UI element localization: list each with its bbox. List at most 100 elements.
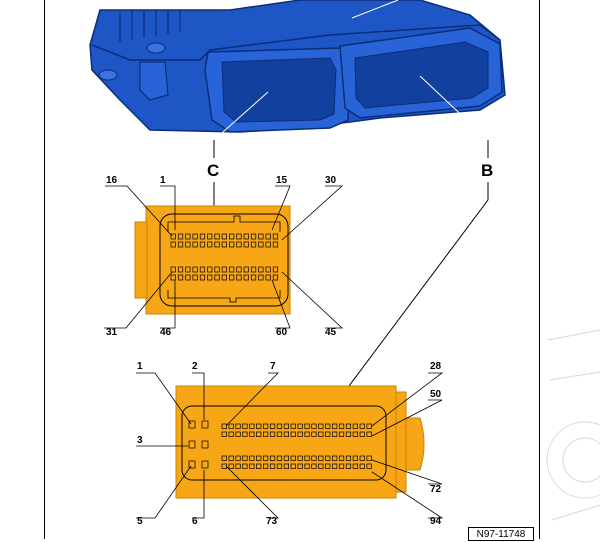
pin-b — [263, 423, 269, 429]
background-sketch — [546, 329, 600, 521]
pin-c — [272, 274, 279, 281]
pin-c — [199, 274, 206, 281]
pin-c — [229, 266, 235, 273]
pin-c — [199, 266, 206, 273]
pin-c — [258, 274, 264, 281]
pin-c — [258, 266, 264, 273]
pin-b — [325, 463, 331, 469]
pin-b — [359, 463, 365, 469]
pin-b — [338, 463, 345, 469]
pin-b — [366, 463, 372, 469]
pin-label-c-30: 30 — [325, 175, 337, 186]
pin-label-c-46: 46 — [160, 327, 172, 338]
pin-c — [207, 274, 213, 281]
pin-b — [188, 460, 196, 469]
pin-label-b-28: 28 — [430, 361, 442, 372]
pin-b — [221, 455, 227, 461]
pin-label-b-3: 3 — [137, 435, 143, 446]
pin-b — [366, 423, 372, 429]
pin-b — [311, 431, 317, 437]
pin-c — [214, 266, 220, 273]
pin-c — [192, 241, 198, 248]
pin-b — [311, 455, 317, 461]
pin-c — [229, 233, 235, 240]
pin-b — [228, 463, 234, 469]
pin-b — [242, 455, 248, 461]
pin-b — [352, 431, 358, 437]
pin-c — [236, 241, 242, 248]
pin-b — [201, 440, 209, 449]
pin-b — [297, 455, 303, 461]
pin-b — [359, 455, 365, 461]
pin-c — [272, 241, 279, 248]
pin-b — [235, 455, 241, 461]
pin-b — [188, 420, 196, 429]
pin-c — [236, 274, 242, 281]
pin-b — [338, 423, 345, 429]
pin-label-b-5: 5 — [137, 516, 143, 527]
pin-label-b-50: 50 — [430, 389, 442, 400]
pin-b — [263, 431, 269, 437]
pin-b — [304, 423, 310, 429]
pin-c — [272, 266, 279, 273]
pin-c — [243, 233, 249, 240]
pin-label-c-60: 60 — [276, 327, 288, 338]
pin-c — [229, 274, 235, 281]
pin-c — [170, 233, 176, 240]
pin-b — [311, 423, 317, 429]
pin-b — [311, 463, 317, 469]
pin-b — [366, 455, 372, 461]
pin-b — [338, 455, 345, 461]
pin-b — [201, 420, 209, 429]
pin-c — [236, 266, 242, 273]
pin-c — [170, 274, 176, 281]
pin-b — [269, 431, 276, 437]
pin-c — [221, 266, 227, 273]
pin-b — [332, 455, 338, 461]
pin-b — [256, 431, 262, 437]
pin-b — [332, 463, 338, 469]
pin-b — [345, 455, 352, 461]
pin-c — [250, 241, 257, 248]
pin-c — [250, 233, 257, 240]
pin-b — [276, 455, 283, 461]
pin-b — [276, 463, 283, 469]
pin-b — [283, 431, 289, 437]
pin-label-b-2: 2 — [192, 361, 198, 372]
pin-b — [304, 455, 310, 461]
pin-c — [258, 241, 264, 248]
pin-c — [243, 274, 249, 281]
pin-c — [250, 266, 257, 273]
pin-b — [352, 455, 358, 461]
pin-c — [207, 233, 213, 240]
pin-b — [290, 431, 296, 437]
pin-b — [297, 431, 303, 437]
pin-c — [177, 241, 184, 248]
pin-c — [207, 266, 213, 273]
pin-b — [290, 423, 296, 429]
pin-c — [177, 233, 184, 240]
label-connector-c: C — [207, 161, 219, 180]
pin-c — [221, 241, 227, 248]
pin-b — [201, 460, 209, 469]
pin-b — [352, 463, 358, 469]
pin-b — [269, 455, 276, 461]
pin-b — [297, 423, 303, 429]
pin-label-b-7: 7 — [270, 361, 276, 372]
pin-c — [199, 241, 206, 248]
pin-c — [214, 274, 220, 281]
pin-label-c-15: 15 — [276, 175, 288, 186]
pin-c — [243, 241, 249, 248]
pin-b — [325, 455, 331, 461]
pin-b — [263, 463, 269, 469]
connector-b — [175, 385, 425, 499]
pin-b — [304, 431, 310, 437]
pin-c — [265, 233, 271, 240]
pin-b — [359, 423, 365, 429]
pin-c — [207, 241, 213, 248]
pin-b — [276, 423, 283, 429]
pin-b — [304, 463, 310, 469]
pin-b — [325, 431, 331, 437]
pin-b — [332, 423, 338, 429]
pin-c — [214, 241, 220, 248]
